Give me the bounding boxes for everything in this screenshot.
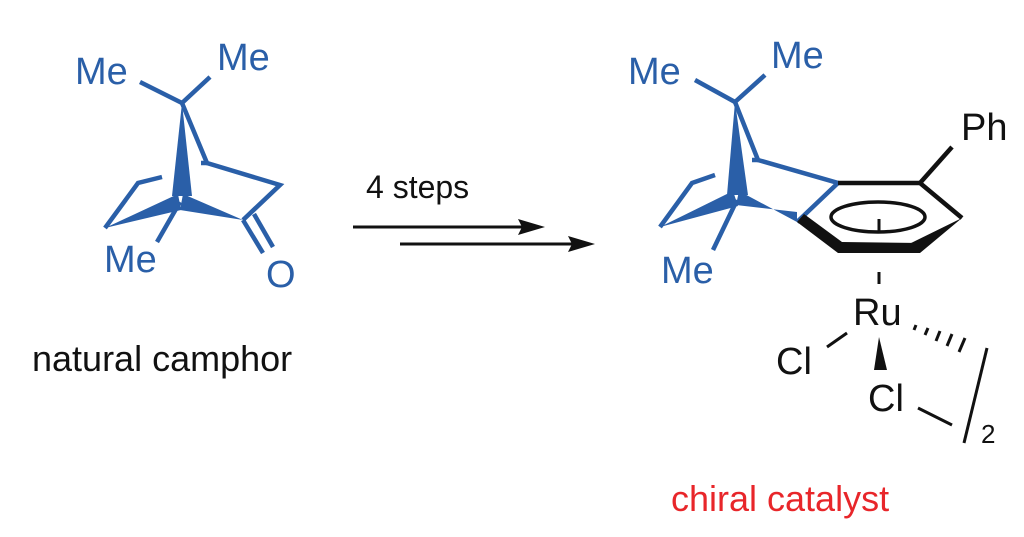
reactant-caption: natural camphor [32,338,292,379]
camphor-structure: Me Me Me O [75,37,296,296]
hashed-bond [912,324,967,353]
ring-bonds [179,102,285,222]
arene-bold-bond [797,214,920,253]
bridging-bond [917,406,953,427]
chloride-label: Cl [868,378,904,420]
methyl-bond [710,199,740,251]
reaction-arrows: 4 steps [353,169,595,252]
arrow-head [518,219,545,235]
ru-cl-bond [826,331,848,349]
methyl-label: Me [628,51,681,93]
methyl-label: Me [217,37,270,79]
conditions-label: 4 steps [366,169,469,205]
wedge-bond [874,337,887,370]
oxygen-label: O [266,254,296,296]
methyl-bond [693,78,737,104]
carbonyl-bond [252,212,275,249]
wedge-bond [180,194,243,220]
dimer-bracket [962,347,989,444]
wedge-bond [727,102,748,195]
methyl-bond [155,200,182,244]
ring-bonds [103,174,163,230]
dimer-subscript: 2 [981,419,995,449]
methyl-label: Me [771,35,824,77]
carbonyl-bond [241,218,265,255]
methyl-label: Me [661,250,714,292]
ruthenium-label: Ru [853,292,902,334]
ring-bonds [732,101,843,224]
methyl-label: Me [75,51,128,93]
chloride-label: Cl [776,341,812,383]
methyl-label: Me [104,239,157,281]
wedge-bond [105,194,181,228]
wedge-bond [660,191,738,227]
methyl-bond [138,79,184,106]
ring-bonds [658,172,716,229]
catalyst-structure: Me Me Me Ph Ru Cl Cl 2 [628,35,1007,449]
wedge-bond [172,103,192,196]
arene-bonds [838,180,964,220]
product-caption: chiral catalyst [671,478,889,519]
phenyl-label: Ph [961,107,1007,149]
methyl-bond [733,73,767,104]
arene-bold-bond [907,218,962,253]
wedge-bond [736,191,797,222]
phenyl-bond [918,145,954,185]
arrow-head [568,236,595,252]
methyl-bond [180,75,212,105]
